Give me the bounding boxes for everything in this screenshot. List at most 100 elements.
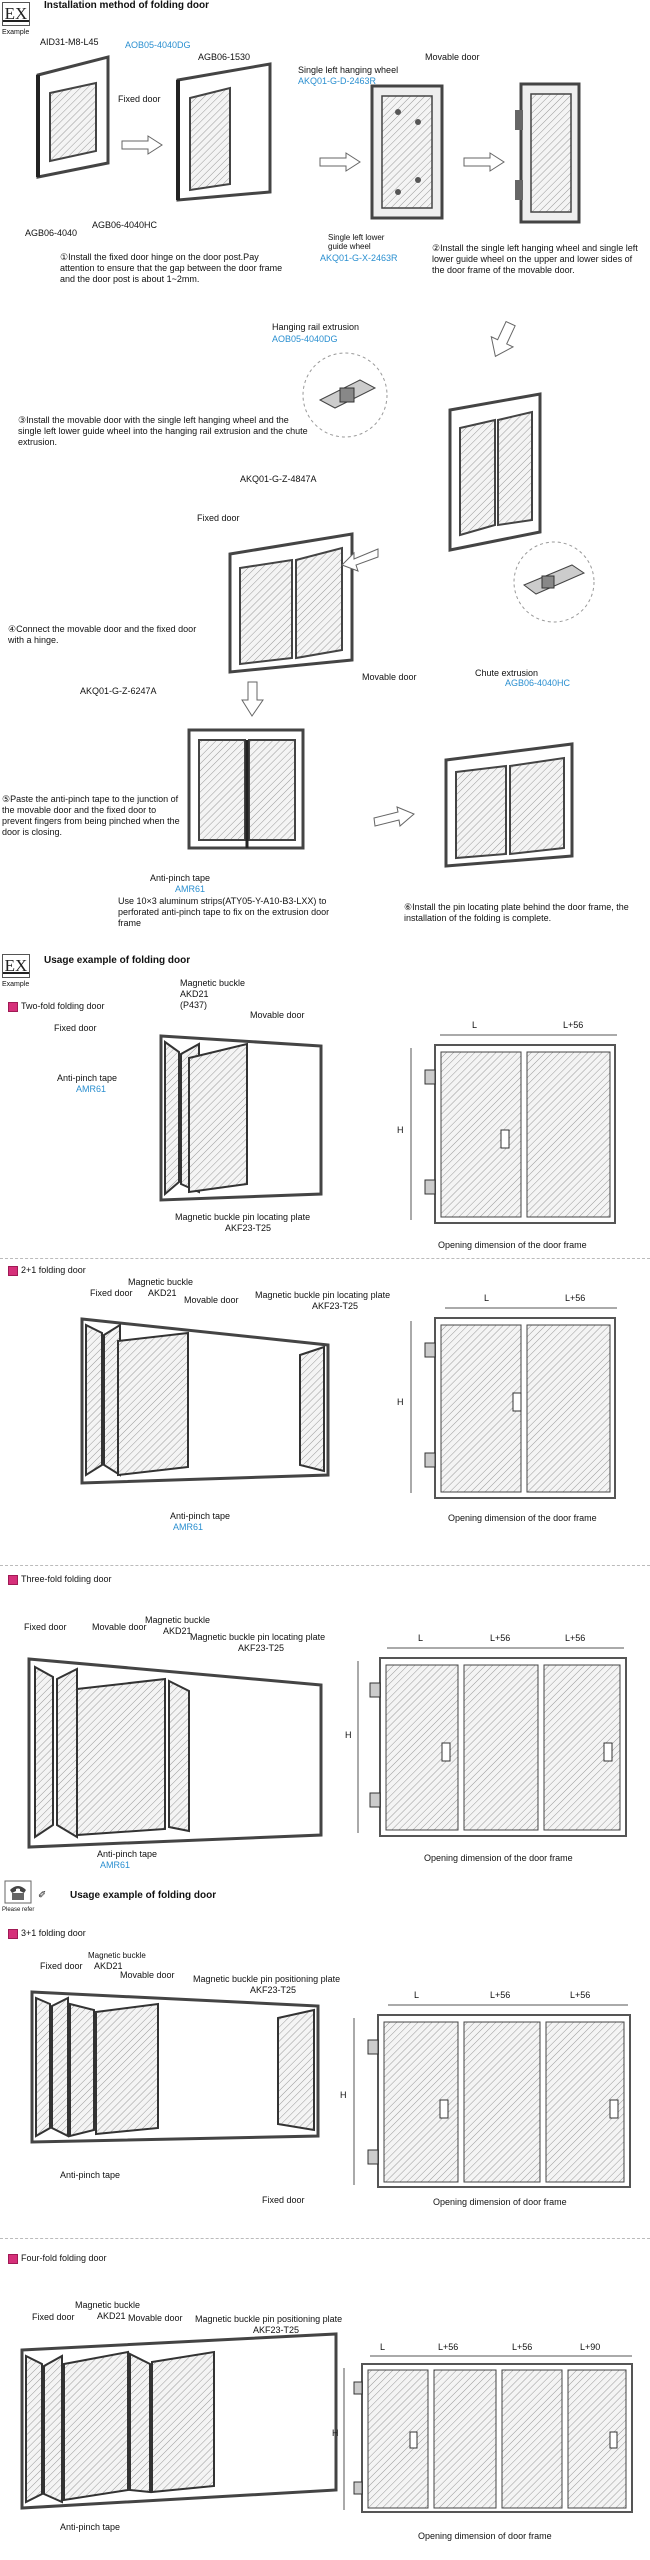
hinged-door-illustration xyxy=(228,532,354,674)
step4-text: ④Connect the movable door and the fixed … xyxy=(8,624,197,645)
label-akq01-x: AKQ01-G-X-2463R xyxy=(320,253,398,263)
label-pin-plate: Magnetic buckle pin locating plate xyxy=(175,1212,311,1222)
label-akq01-d: AKQ01-G-D-2463R xyxy=(298,76,377,86)
label-magnetic-buckle: Magnetic buckle xyxy=(128,1277,194,1287)
section-title-usage-2: Usage example of folding door xyxy=(70,1890,217,1901)
label-chute: Chute extrusion xyxy=(475,668,539,678)
label-movable-door: Movable door xyxy=(120,1970,175,1980)
label-akf23: AKF23-T25 xyxy=(250,1985,297,1995)
label-fixed-door-2: Fixed door xyxy=(262,2195,305,2205)
step3-text: ③Install the movable door with the singl… xyxy=(18,415,308,447)
completed-door-illustration xyxy=(444,742,574,868)
divider-3 xyxy=(0,2238,650,2239)
four-fold-dimension-drawing xyxy=(343,2355,633,2513)
dim-h: H xyxy=(345,1730,352,1740)
label-akq01-6247: AKQ01-G-Z-6247A xyxy=(80,686,157,696)
label-single-left-lower: Single left lower xyxy=(328,233,385,242)
step6-text: ⑥Install the pin locating plate behind t… xyxy=(404,902,629,923)
divider-1 xyxy=(0,1258,650,1259)
bullet-two-fold xyxy=(8,1002,18,1012)
dim-l: L xyxy=(472,1020,478,1030)
label-chute-code: AGB06-4040HC xyxy=(505,678,571,688)
dim-l: L xyxy=(418,1633,424,1643)
heading-three-fold: Three-fold folding door xyxy=(21,1574,112,1584)
chute-detail-circle xyxy=(513,541,595,623)
label-pin-plate: Magnetic buckle pin positioning plate xyxy=(193,1974,341,1984)
arrow-down-2 xyxy=(241,681,264,717)
note-caption: Please refer xyxy=(2,1907,35,1913)
dim-l: L xyxy=(414,1990,420,2000)
bullet-three-plus-one xyxy=(8,1929,18,1939)
dim-l56b: L+56 xyxy=(570,1990,591,2000)
caption-opening: Opening dimension of the door frame xyxy=(424,1853,573,1863)
bullet-three-fold xyxy=(8,1575,18,1585)
label-anti-pinch: Anti-pinch tape xyxy=(60,2170,121,2180)
arrow-right-3 xyxy=(463,152,505,172)
label-magnetic-buckle: Magnetic buckle xyxy=(88,1951,146,1960)
label-akd21: AKD21 xyxy=(148,1288,177,1298)
dim-l: L xyxy=(380,2342,386,2352)
label-single-left-hanging-wheel: Single left hanging wheel xyxy=(298,65,399,75)
heading-two-fold: Two-fold folding door xyxy=(21,1001,105,1011)
step1-text: ①Install the fixed door hinge on the doo… xyxy=(60,252,283,284)
dim-l56a: L+56 xyxy=(490,1990,511,2000)
section-title-usage: Usage example of folding door xyxy=(44,955,191,966)
label-akf23: AKF23-T25 xyxy=(312,1301,359,1311)
dim-l: L xyxy=(484,1293,490,1303)
label-movable-door: Movable door xyxy=(425,52,480,62)
label-amr61: AMR61 xyxy=(100,1860,131,1870)
two-fold-door-illustration xyxy=(159,1034,323,1202)
label-anti-pinch-code: AMR61 xyxy=(175,884,206,894)
movable-door-side-illustration xyxy=(515,82,581,224)
three-fold-dimension-drawing xyxy=(357,1647,627,1837)
arrow-right-4 xyxy=(373,806,415,827)
three-plus-one-dimension-drawing xyxy=(353,2004,631,2188)
heading-three-plus-one: 3+1 folding door xyxy=(21,1928,86,1938)
ex-logo: EX xyxy=(2,2,30,26)
label-hanging-rail: Hanging rail extrusion xyxy=(272,322,360,332)
phone-icon xyxy=(4,1880,32,1904)
label-agb06-1530: AGB06-1530 xyxy=(198,52,251,62)
label-pin-plate: Magnetic buckle pin locating plate xyxy=(190,1632,326,1642)
label-agb06-4040: AGB06-4040 xyxy=(25,228,78,238)
aluminum-note: Use 10×3 aluminum strips(ATY05-Y-A10-B3-… xyxy=(118,896,330,928)
bullet-two-plus-one xyxy=(8,1266,18,1276)
label-movable-door: Movable door xyxy=(184,1295,239,1305)
label-anti-pinch: Anti-pinch tape xyxy=(170,1511,231,1521)
label-movable-door-2: Movable door xyxy=(362,672,417,682)
label-agb06-4040hc: AGB06-4040HC xyxy=(92,220,158,230)
caption-opening: Opening dimension of door frame xyxy=(418,2531,552,2541)
label-movable-door: Movable door xyxy=(92,1622,147,1632)
dim-h: H xyxy=(397,1125,404,1135)
label-fixed-door: Fixed door xyxy=(118,94,161,104)
label-magnetic-buckle: Magnetic buckle xyxy=(180,978,246,988)
label-akf23: AKF23-T25 xyxy=(225,1223,272,1233)
dim-h: H xyxy=(332,2428,339,2438)
label-fixed-door: Fixed door xyxy=(24,1622,67,1632)
dim-h: H xyxy=(397,1397,404,1407)
heading-four-fold: Four-fold folding door xyxy=(21,2253,107,2263)
label-magnetic-buckle: Magnetic buckle xyxy=(75,2300,141,2310)
label-guide-wheel: guide wheel xyxy=(328,242,371,251)
label-movable-door: Movable door xyxy=(250,1010,305,1020)
label-fixed-door: Fixed door xyxy=(54,1023,97,1033)
label-movable-door: Movable door xyxy=(128,2313,183,2323)
pen-icon: ✐ xyxy=(38,1890,47,1901)
step2-text: ②Install the single left hanging wheel a… xyxy=(432,243,638,275)
dim-l56b: L+56 xyxy=(565,1633,586,1643)
two-fold-dimension-drawing xyxy=(410,1034,617,1224)
label-magnetic-buckle: Magnetic buckle xyxy=(145,1615,211,1625)
label-p437: (P437) xyxy=(180,1000,208,1010)
dim-l56b: L+56 xyxy=(512,2342,533,2352)
label-akd21: AKD21 xyxy=(180,989,209,999)
dim-l90: L+90 xyxy=(580,2342,601,2352)
ex-caption-2: Example xyxy=(2,981,30,988)
three-fold-door-illustration xyxy=(27,1657,323,1849)
three-plus-one-door-illustration xyxy=(30,1990,320,2144)
label-pin-plate: Magnetic buckle pin positioning plate xyxy=(195,2314,343,2324)
dim-l56: L+56 xyxy=(563,1020,584,1030)
movable-door-illustration xyxy=(370,84,444,220)
section-title-installation: Installation method of folding door xyxy=(44,0,209,11)
ex-logo-2: EX xyxy=(2,954,30,978)
label-anti-pinch: Anti-pinch tape xyxy=(60,2522,121,2532)
